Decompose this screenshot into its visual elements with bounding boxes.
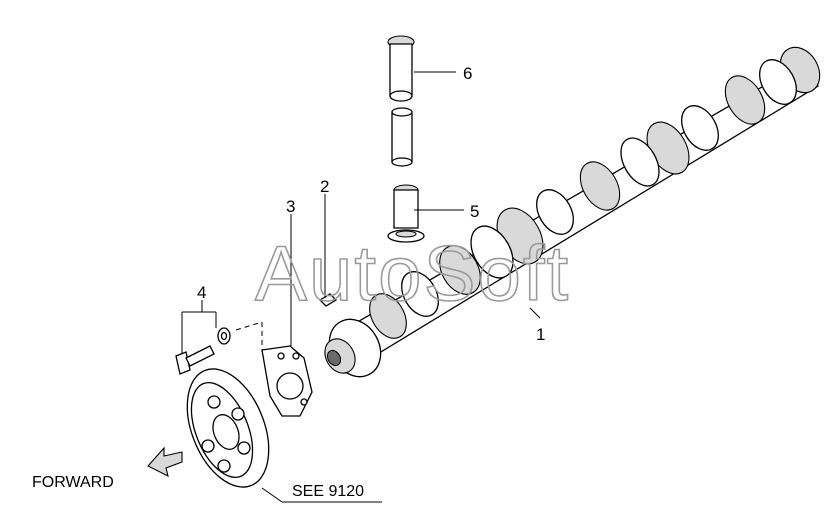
callout-5: 5 [470,202,479,221]
camshaft [324,46,821,378]
tappet [387,184,425,243]
forward-arrow-icon [147,446,183,478]
push-rod [387,35,415,167]
thrust-plate [261,345,313,417]
bolt-and-washer [175,327,231,375]
callout-1: 1 [536,325,545,344]
callout-3: 3 [286,197,295,216]
shaft-nose [326,349,342,367]
callout-4: 4 [197,283,206,302]
leader-lines [181,71,541,503]
see-reference-label: SEE 9120 [292,483,364,500]
camshaft-lobes [369,46,821,339]
callout-2: 2 [320,177,329,196]
watermark: AutoSoft [255,229,570,317]
callout-6: 6 [463,64,472,83]
woodruff-key [318,293,338,307]
cam-gear [186,368,270,488]
forward-label: FORWARD [32,474,114,491]
